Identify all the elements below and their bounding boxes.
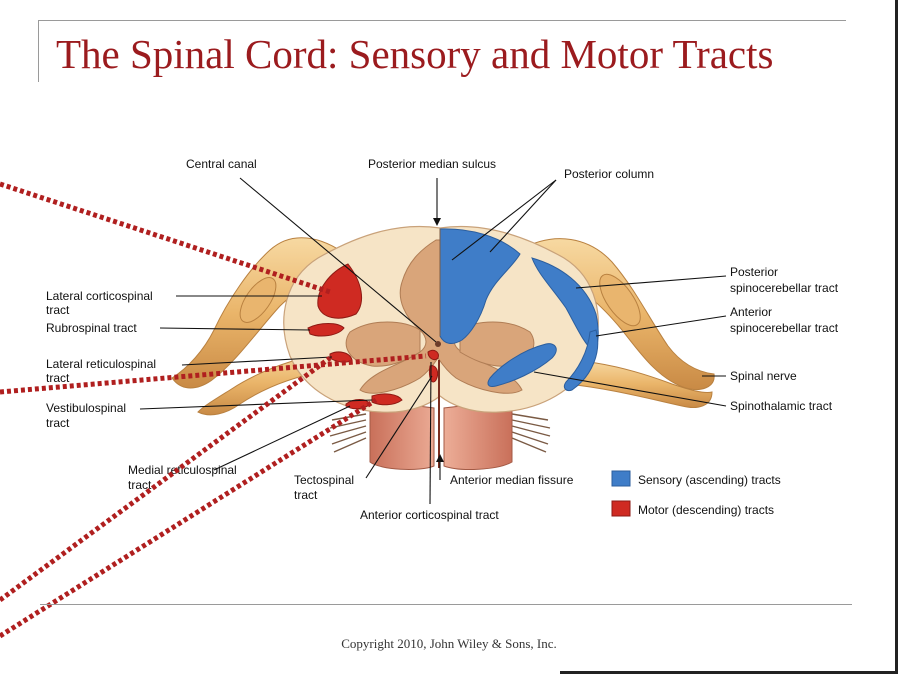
window-bottom-edge	[560, 671, 898, 674]
label-posterior-column: Posterior column	[564, 167, 654, 181]
tectospinal-tract	[429, 365, 439, 383]
posterior-column-tract	[439, 228, 521, 344]
label-lateral-reticulospinal-1: Lateral reticulospinal	[46, 357, 156, 371]
label-tectospinal-1: Tectospinal	[294, 473, 354, 487]
slide-title: The Spinal Cord: Sensory and Motor Tract…	[56, 31, 774, 77]
legend-label-motor: Motor (descending) tracts	[638, 503, 774, 517]
anterior-corticospinal-tract	[427, 349, 439, 361]
label-medial-reticulospinal-1: Medial reticulospinal	[128, 463, 237, 477]
label-lateral-corticospinal-2: tract	[46, 303, 70, 317]
footer-rule	[40, 604, 852, 605]
spinothalamic-tract	[487, 343, 557, 387]
lateral-corticospinal-tract	[317, 263, 363, 319]
label-anterior-corticospinal: Anterior corticospinal tract	[360, 508, 499, 522]
label-central-canal: Central canal	[186, 157, 257, 171]
rootlets-right	[511, 413, 551, 453]
legend-label-sensory: Sensory (ascending) tracts	[638, 473, 781, 487]
label-anterior-spinocerebellar-2: spinocerebellar tract	[730, 321, 839, 335]
copyright-text: Copyright 2010, John Wiley & Sons, Inc.	[341, 636, 557, 651]
label-medial-reticulospinal-2: tract	[128, 478, 152, 492]
label-posterior-spinocerebellar-2: spinocerebellar tract	[730, 281, 839, 295]
label-tectospinal-2: tract	[294, 488, 318, 502]
label-spinothalamic: Spinothalamic tract	[730, 399, 833, 413]
central-canal	[435, 341, 441, 347]
label-vestibulospinal-1: Vestibulospinal	[46, 401, 126, 415]
title-top-rule	[38, 20, 846, 21]
rubrospinal-tract	[307, 323, 345, 337]
vestibulospinal-tract	[371, 393, 403, 406]
label-lateral-reticulospinal-2: tract	[46, 371, 70, 385]
label-posterior-spinocerebellar-1: Posterior	[730, 265, 778, 279]
label-lateral-corticospinal-1: Lateral corticospinal	[46, 289, 153, 303]
label-vestibulospinal-2: tract	[46, 416, 70, 430]
gray-horn-left	[345, 321, 421, 367]
legend: Sensory (ascending) tracts Motor (descen…	[611, 470, 781, 517]
label-posterior-median-sulcus: Posterior median sulcus	[368, 157, 496, 171]
legend-swatch-motor	[611, 500, 631, 517]
annotation-dotted-lines	[0, 181, 427, 639]
leader-lines	[139, 177, 727, 505]
label-spinal-nerve: Spinal nerve	[730, 369, 797, 383]
title-left-rule	[38, 20, 39, 82]
anterior-spinocerebellar-tract	[563, 329, 599, 391]
legend-swatch-sensory	[611, 470, 631, 487]
label-anterior-spinocerebellar-1: Anterior	[730, 305, 772, 319]
label-rubrospinal: Rubrospinal tract	[46, 321, 137, 335]
label-anterior-median-fissure: Anterior median fissure	[450, 473, 574, 487]
window-right-edge	[895, 0, 898, 674]
